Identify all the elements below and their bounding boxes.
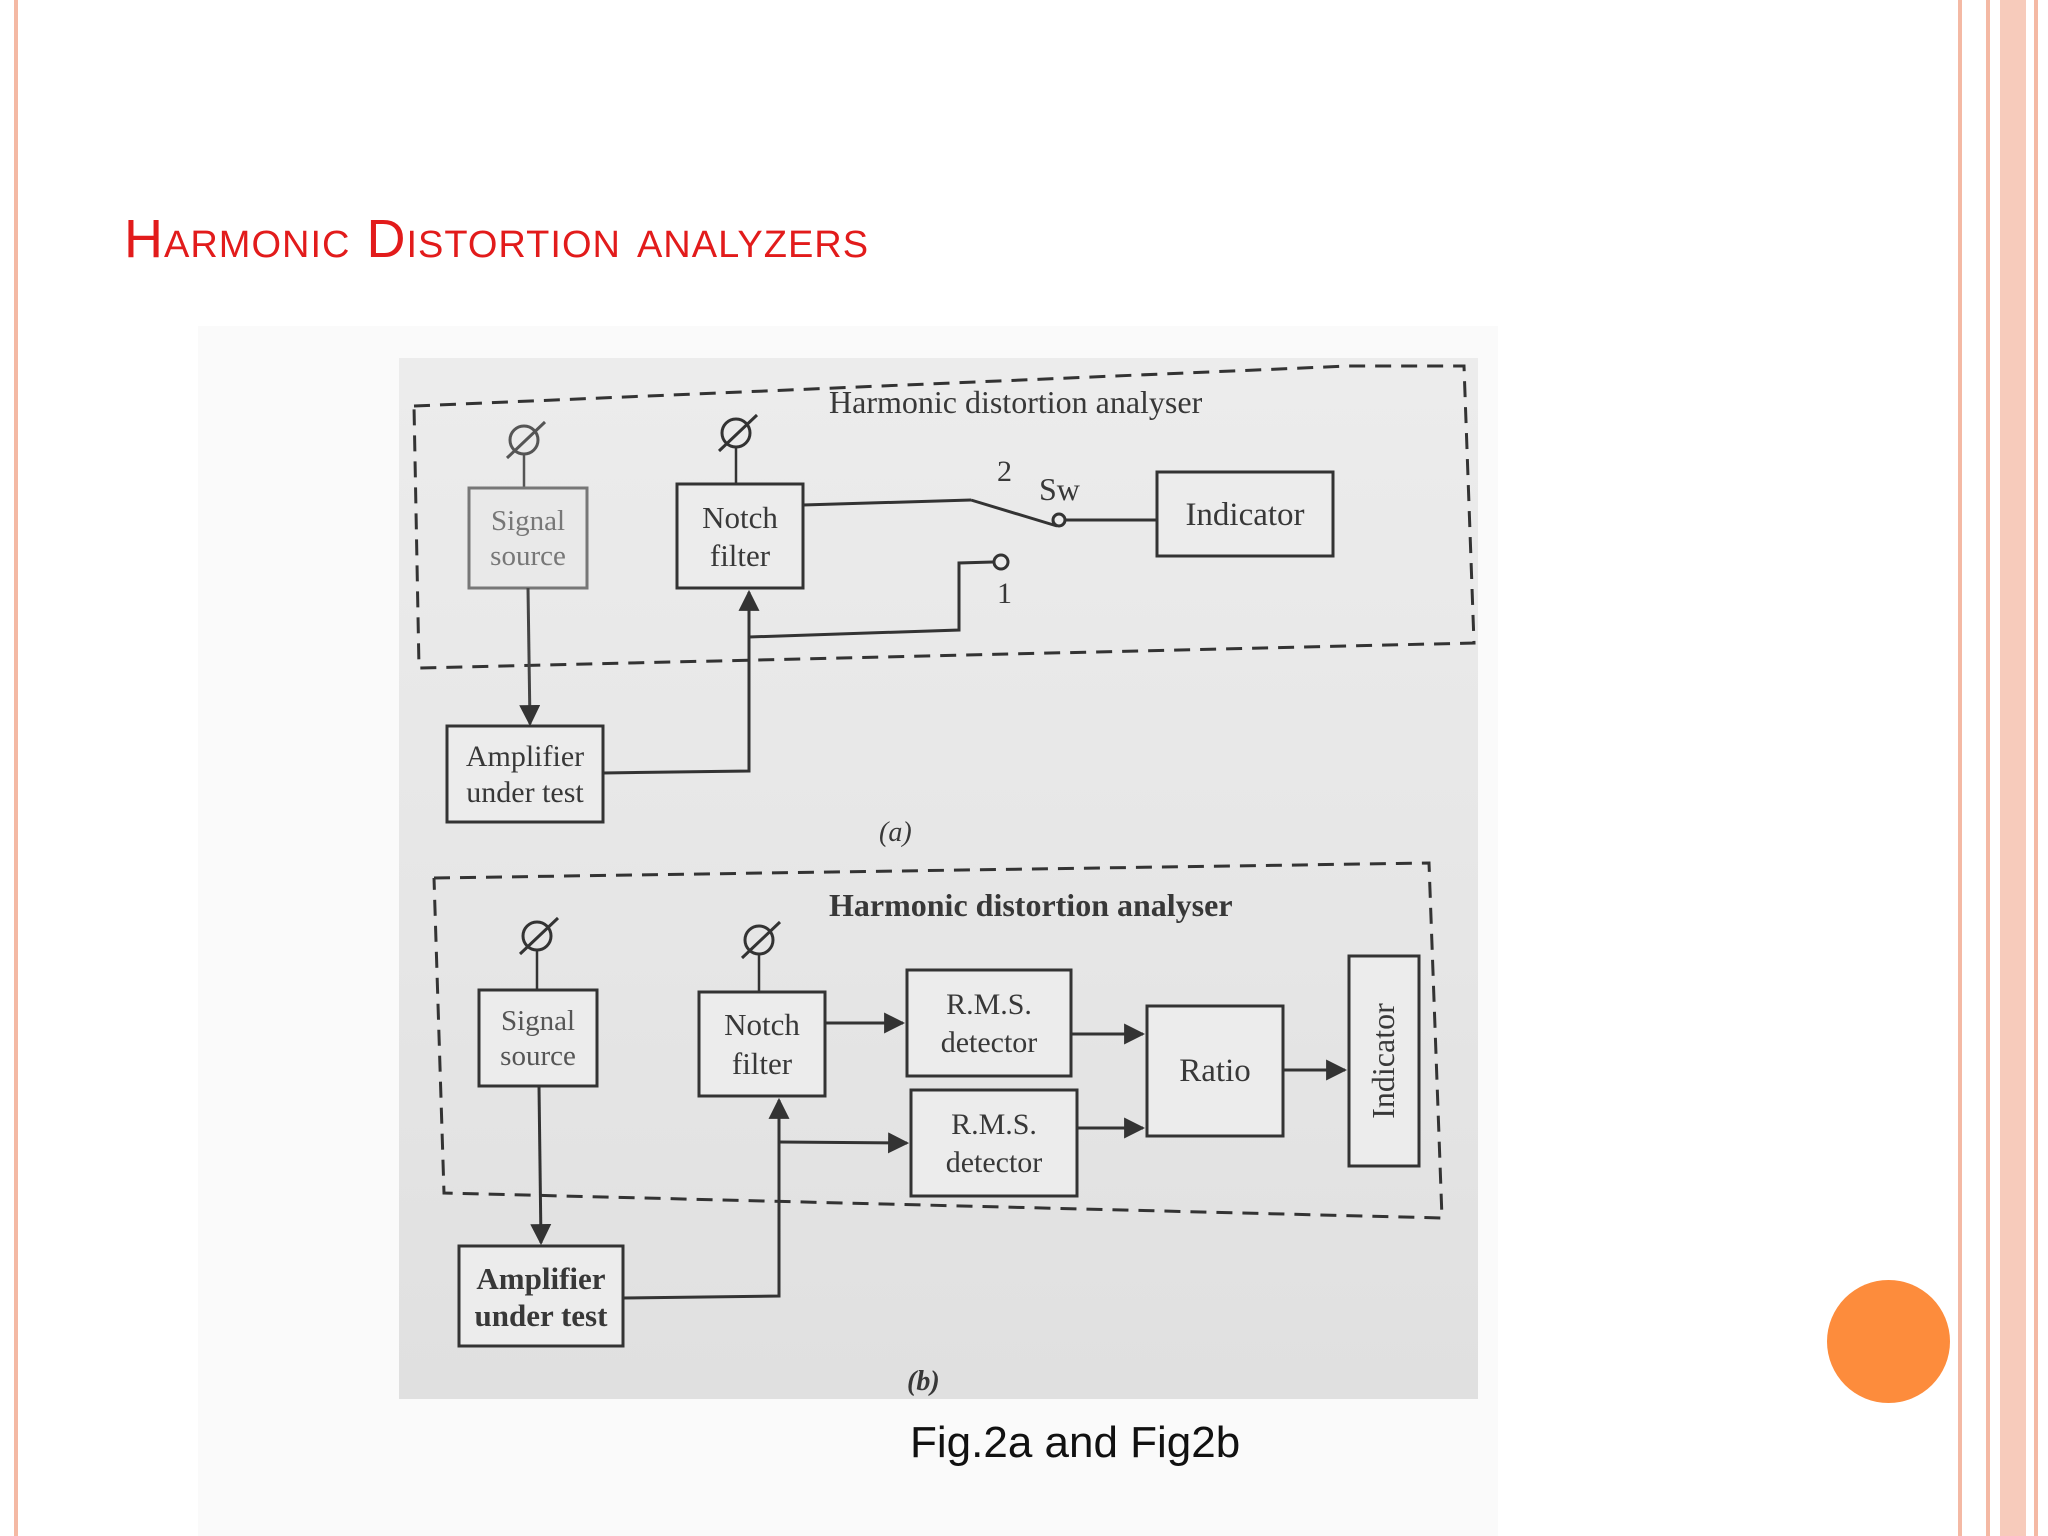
notch-filter-a-line1: Notch xyxy=(702,500,778,535)
notch-filter-a: Notch filter xyxy=(675,413,805,590)
figure-caption: Fig.2a and Fig2b xyxy=(910,1418,1241,1467)
notch-filter-b: Notch filter xyxy=(697,920,827,1098)
amplifier-a-line2: under test xyxy=(466,776,584,809)
amplifier-to-notch-a xyxy=(602,589,760,775)
diagram-photo: Harmonic distortion analyser Signal sour… xyxy=(399,358,1478,1399)
frame-b xyxy=(432,861,1444,1220)
figure-b: Harmonic distortion analyser Signal sour… xyxy=(432,861,1444,1397)
frame-a-label: Harmonic distortion analyser xyxy=(829,384,1203,420)
ratio-label: Ratio xyxy=(1179,1053,1251,1089)
slide-border-right-outer xyxy=(1986,0,1990,1536)
frame-a xyxy=(412,364,1476,670)
slide-title: Harmonic Distortion analyzers xyxy=(124,209,870,269)
signal-source-b-line1: Signal xyxy=(501,1005,575,1037)
rms-detector-top: R.M.S. detector xyxy=(905,968,1073,1078)
slide-border-right-inner xyxy=(1958,0,1962,1536)
notch-filter-a-line2: filter xyxy=(710,538,771,573)
notch-filter-b-line1: Notch xyxy=(724,1007,800,1042)
sublabel-b: (b) xyxy=(907,1366,940,1397)
rms-bottom-line1: R.M.S. xyxy=(951,1108,1037,1141)
rms-bottom-line2: detector xyxy=(946,1146,1043,1179)
amplifier-b: Amplifier under test xyxy=(457,1244,625,1348)
switch-label: Sw xyxy=(1039,471,1080,507)
switch-pos-1: 1 xyxy=(997,577,1012,610)
amplifier-to-notch-b xyxy=(622,1097,790,1300)
sublabel-a: (a) xyxy=(879,817,912,848)
signal-source-a-line2: source xyxy=(490,540,566,572)
branch-to-rms-bottom xyxy=(778,1132,910,1154)
slide-border-right-band xyxy=(2000,0,2026,1536)
amplifier-b-line1: Amplifier xyxy=(476,1261,605,1296)
ratio-block: Ratio xyxy=(1145,1004,1285,1138)
notch-filter-b-line2: filter xyxy=(732,1046,793,1081)
slide-border-right-edge xyxy=(2034,0,2038,1536)
signal-source-b: Signal source xyxy=(477,916,599,1088)
decorative-orange-circle xyxy=(1827,1280,1950,1403)
rms-detector-bottom: R.M.S. detector xyxy=(909,1088,1079,1198)
source-to-amplifier-b xyxy=(530,1085,552,1246)
slide-border-left xyxy=(14,0,18,1536)
signal-source-a: Signal source xyxy=(467,420,589,590)
rms-top-line2: detector xyxy=(941,1026,1038,1059)
amplifier-b-line2: under test xyxy=(475,1298,609,1333)
indicator-a: Indicator xyxy=(1155,470,1335,558)
indicator-b-label: Indicator xyxy=(1365,1003,1401,1119)
switch-sw: 2 Sw 1 xyxy=(802,455,1157,610)
figure-a: Harmonic distortion analyser Signal sour… xyxy=(412,364,1476,848)
branch-to-pos1-a xyxy=(748,560,994,639)
rms-top-line1: R.M.S. xyxy=(946,988,1032,1021)
amplifier-a: Amplifier under test xyxy=(445,724,605,824)
indicator-a-label: Indicator xyxy=(1185,497,1304,533)
indicator-b: Indicator xyxy=(1347,954,1421,1168)
amplifier-a-line1: Amplifier xyxy=(466,740,584,773)
switch-pos-2: 2 xyxy=(997,455,1012,488)
source-to-amplifier-a xyxy=(519,587,541,727)
signal-source-a-line1: Signal xyxy=(491,505,565,537)
signal-source-b-line2: source xyxy=(500,1040,576,1072)
frame-b-label: Harmonic distortion analyser xyxy=(829,887,1233,923)
